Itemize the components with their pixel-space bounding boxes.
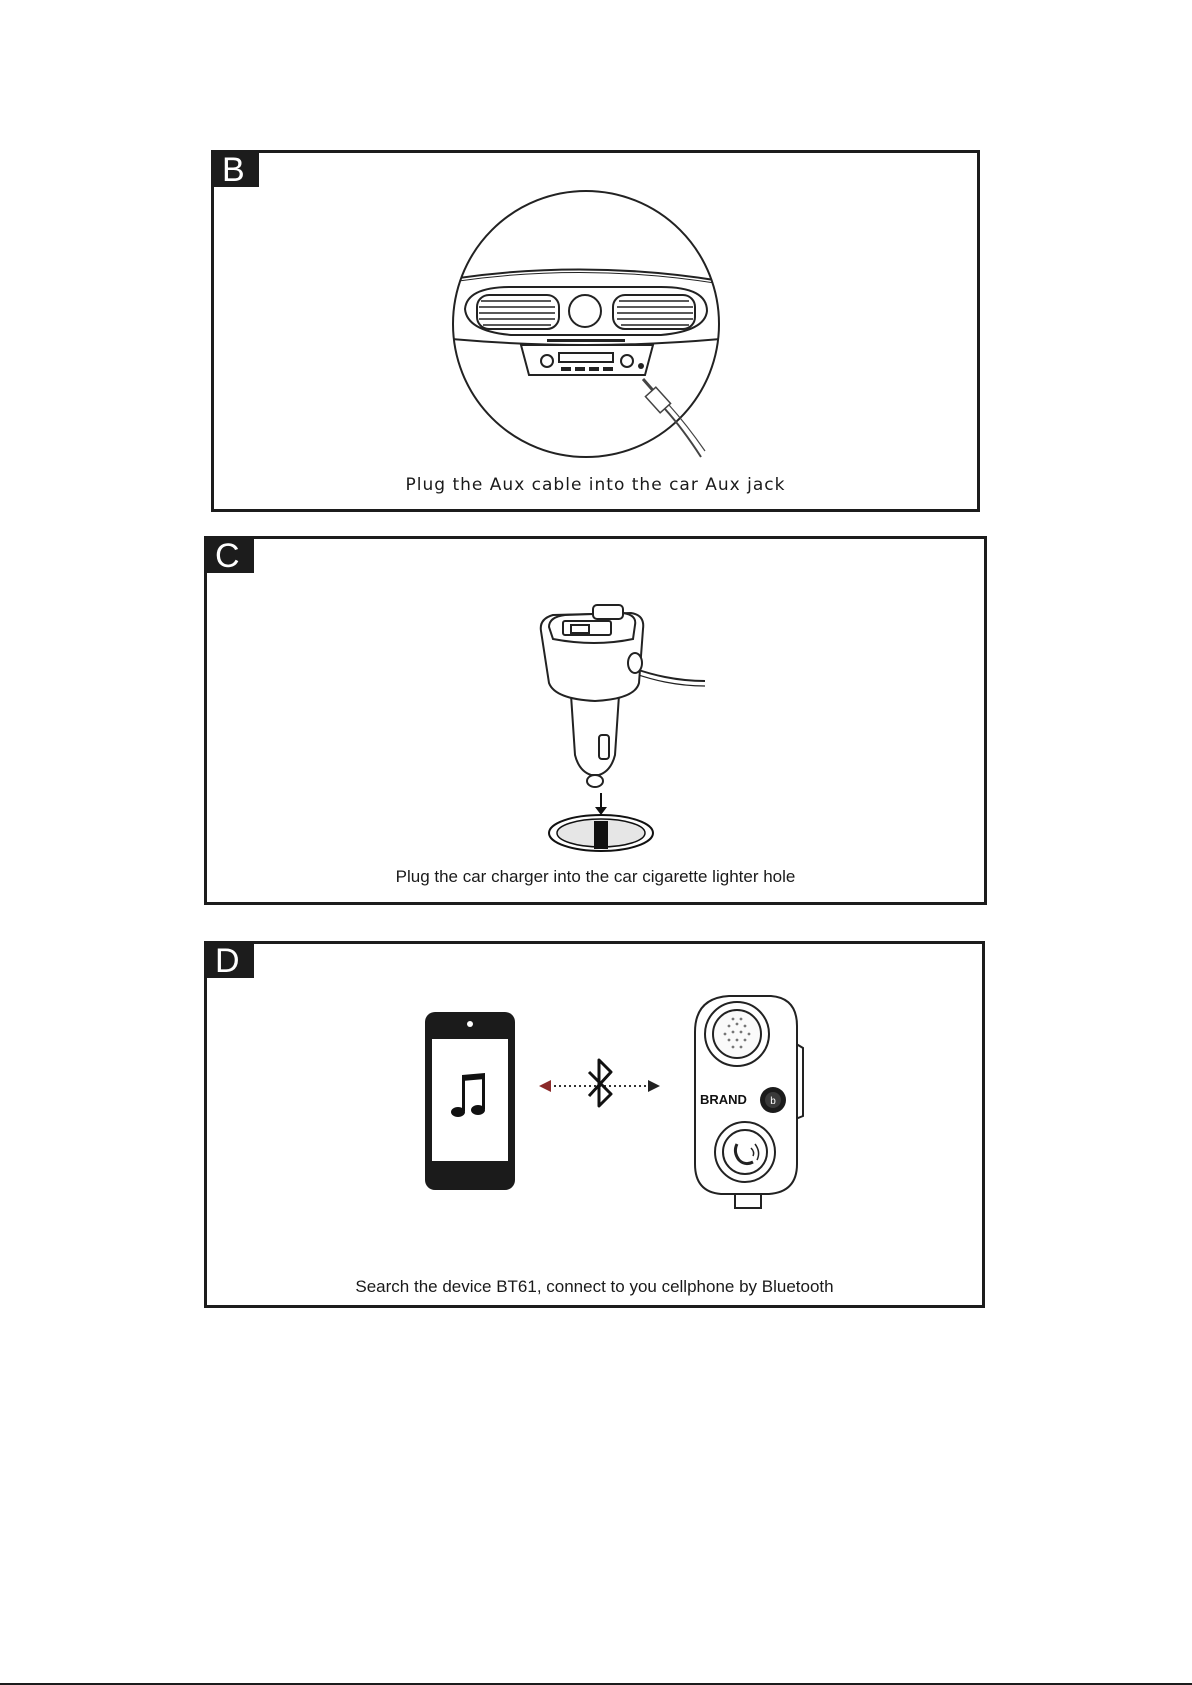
panel-d-label: D: [207, 944, 254, 978]
car-charger-illustration: [535, 595, 705, 795]
device-brand-label: BRAND: [700, 1092, 747, 1107]
panel-d-caption: Search the device BT61, connect to you c…: [207, 1277, 982, 1297]
car-dashboard-icon: [451, 189, 721, 459]
bluetooth-receiver-illustration: b BRAND: [685, 992, 815, 1222]
car-charger-icon: [535, 595, 705, 795]
cigarette-lighter-icon: [546, 793, 656, 853]
phone-call-icon: [715, 1122, 775, 1182]
panel-b-caption: Plug the Aux cable into the car Aux jack: [214, 475, 977, 495]
panel-b: B: [211, 150, 980, 512]
panel-c-label: C: [207, 539, 254, 573]
panel-c: C: [204, 536, 987, 905]
cigarette-lighter-illustration: [546, 793, 656, 853]
smartphone-icon: [424, 1011, 516, 1191]
device-button-letter: b: [770, 1096, 776, 1107]
car-dashboard-illustration: [451, 189, 721, 459]
bluetooth-icon: [537, 1056, 662, 1116]
smartphone-illustration: [424, 1011, 516, 1191]
panel-d: D: [204, 941, 985, 1308]
panel-b-label: B: [214, 153, 259, 187]
bluetooth-link: [537, 1056, 662, 1116]
panel-c-caption: Plug the car charger into the car cigare…: [207, 867, 984, 887]
bluetooth-receiver-icon: b BRAND: [685, 992, 815, 1222]
